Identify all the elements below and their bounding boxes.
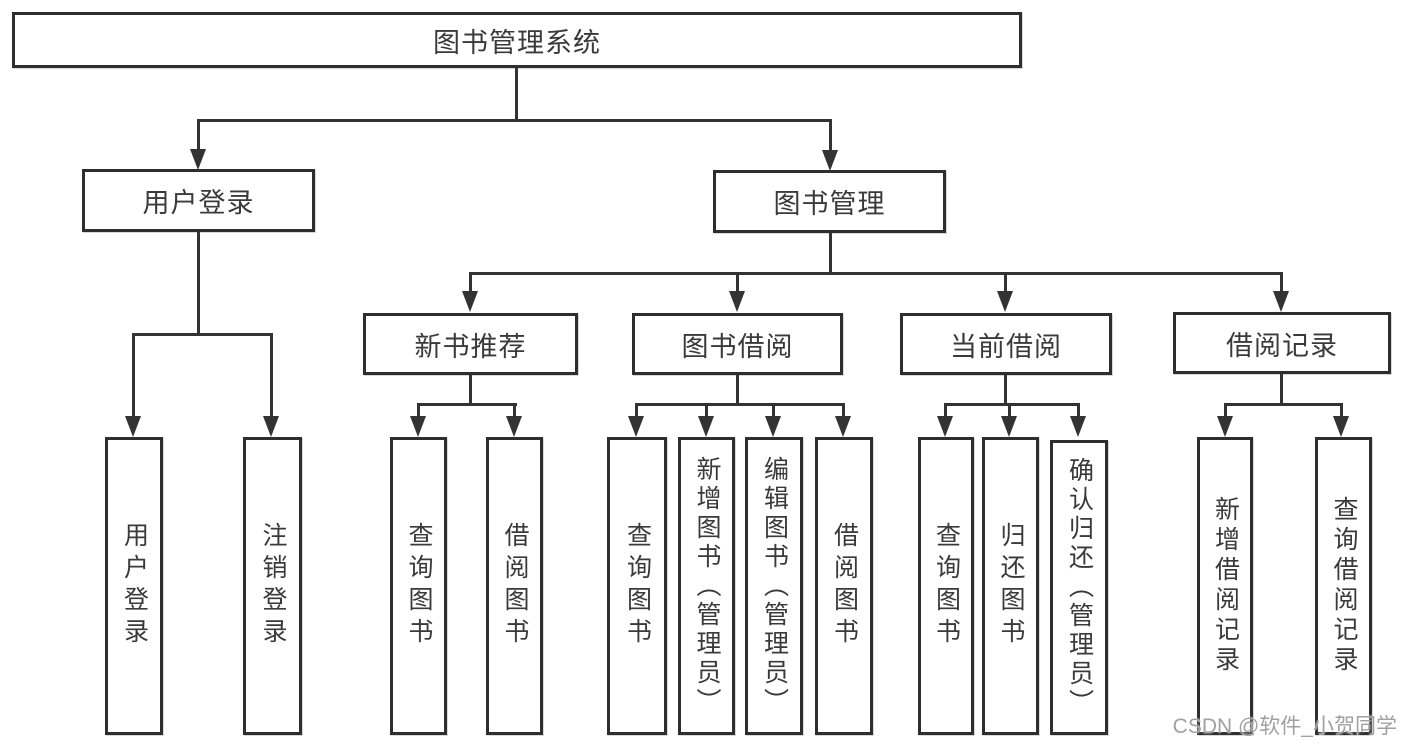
- node-user-login-label: 用户登录: [142, 188, 255, 218]
- leaf-query-books-2: 查询图书: [607, 437, 667, 735]
- node-current-borrow: 当前借阅: [900, 313, 1112, 375]
- connector-line: [132, 333, 273, 336]
- leaf-return-books: 归还图书: [982, 437, 1039, 735]
- arrowhead-icon: [410, 416, 426, 437]
- node-new-book-recommend-label: 新书推荐: [414, 331, 527, 362]
- arrowhead-icon: [937, 416, 953, 437]
- arrowhead-icon: [1333, 416, 1349, 437]
- connector-line: [1077, 403, 1080, 418]
- arrowhead-icon: [822, 150, 838, 171]
- leaf-query-books-3: 查询图书: [918, 437, 974, 735]
- connector-line: [829, 233, 832, 274]
- leaf-borrow-books-2: 借阅图书: [815, 437, 873, 735]
- leaf-query-books-2-label: 查询图书: [623, 522, 652, 650]
- leaf-edit-book-admin-label: 编辑图书（管理员）: [760, 455, 789, 717]
- leaf-add-borrow-record-label: 新增借阅记录: [1211, 496, 1240, 676]
- node-root: 图书管理系统: [12, 12, 1022, 68]
- connector-line: [469, 272, 472, 292]
- connector-line: [1004, 375, 1007, 405]
- leaf-confirm-return-admin: 确认归还（管理员）: [1050, 440, 1108, 735]
- leaf-logout: 注销登录: [243, 437, 302, 735]
- arrowhead-icon: [1001, 416, 1017, 437]
- connector-line: [417, 403, 420, 418]
- connector-line: [944, 403, 1080, 406]
- arrowhead-icon: [765, 416, 781, 437]
- connector-line: [469, 375, 472, 405]
- node-borrow-records-label: 借阅记录: [1226, 330, 1338, 361]
- node-new-book-recommend: 新书推荐: [363, 313, 578, 375]
- leaf-return-books-label: 归还图书: [997, 522, 1025, 650]
- connector-line: [635, 403, 845, 406]
- node-book-management-label: 图书管理: [773, 189, 886, 219]
- connector-line: [1224, 403, 1343, 406]
- node-current-borrow-label: 当前借阅: [950, 331, 1062, 362]
- leaf-edit-book-admin: 编辑图书（管理员）: [745, 437, 803, 735]
- arrowhead-icon: [190, 149, 206, 170]
- connector-line: [515, 68, 518, 120]
- node-book-borrow: 图书借阅: [632, 313, 843, 375]
- connector-line: [1280, 374, 1283, 405]
- connector-line: [829, 119, 832, 150]
- connector-line: [1224, 403, 1227, 418]
- leaf-add-book-admin: 新增图书（管理员）: [678, 437, 735, 735]
- connector-line: [1004, 272, 1007, 292]
- connector-line: [197, 119, 832, 122]
- arrowhead-icon: [698, 416, 714, 437]
- connector-line: [705, 403, 708, 418]
- node-user-login: 用户登录: [82, 169, 315, 232]
- leaf-logout-label: 注销登录: [259, 522, 287, 650]
- leaf-add-borrow-record: 新增借阅记录: [1197, 437, 1253, 735]
- node-root-label: 图书管理系统: [433, 27, 601, 58]
- connector-line: [736, 375, 739, 405]
- connector-line: [469, 272, 1283, 275]
- arrowhead-icon: [729, 291, 745, 312]
- connector-line: [736, 272, 739, 292]
- connector-line: [197, 232, 200, 335]
- leaf-borrow-books-1-label: 借阅图书: [501, 522, 529, 650]
- leaf-add-book-admin-label: 新增图书（管理员）: [693, 455, 721, 717]
- leaf-user-login-label: 用户登录: [120, 522, 149, 650]
- csdn-watermark: CSDN @软件_小贺同学: [1172, 715, 1397, 738]
- arrowhead-icon: [462, 291, 478, 312]
- node-book-borrow-label: 图书借阅: [681, 331, 794, 362]
- arrowhead-icon: [628, 416, 644, 437]
- leaf-borrow-books-1: 借阅图书: [486, 437, 543, 735]
- connector-line: [1340, 403, 1343, 418]
- arrowhead-icon: [1070, 416, 1086, 437]
- arrowhead-icon: [1217, 416, 1233, 437]
- leaf-query-books-1-label: 查询图书: [405, 522, 433, 650]
- arrowhead-icon: [506, 416, 522, 437]
- node-book-management: 图书管理: [713, 170, 946, 233]
- node-borrow-records: 借阅记录: [1173, 312, 1391, 374]
- leaf-query-books-1: 查询图书: [390, 437, 447, 735]
- arrowhead-icon: [997, 291, 1013, 312]
- connector-line: [635, 403, 638, 418]
- leaf-user-login: 用户登录: [105, 437, 163, 735]
- connector-line: [132, 333, 135, 417]
- connector-line: [417, 403, 517, 406]
- arrowhead-icon: [263, 416, 279, 437]
- leaf-query-borrow-record-label: 查询借阅记录: [1330, 496, 1358, 676]
- leaf-confirm-return-admin-label: 确认归还（管理员）: [1065, 457, 1094, 718]
- connector-line: [197, 119, 200, 150]
- leaf-query-books-3-label: 查询图书: [932, 522, 961, 650]
- connector-line: [1008, 403, 1011, 418]
- connector-line: [772, 403, 775, 418]
- connector-line: [513, 403, 516, 418]
- connector-line: [270, 333, 273, 417]
- leaf-borrow-books-2-label: 借阅图书: [830, 522, 859, 650]
- arrowhead-icon: [835, 416, 851, 437]
- connector-line: [842, 403, 845, 418]
- leaf-query-borrow-record: 查询借阅记录: [1315, 437, 1372, 735]
- connector-line: [944, 403, 947, 418]
- connector-line: [1280, 272, 1283, 292]
- arrowhead-icon: [125, 416, 141, 437]
- arrowhead-icon: [1273, 291, 1289, 312]
